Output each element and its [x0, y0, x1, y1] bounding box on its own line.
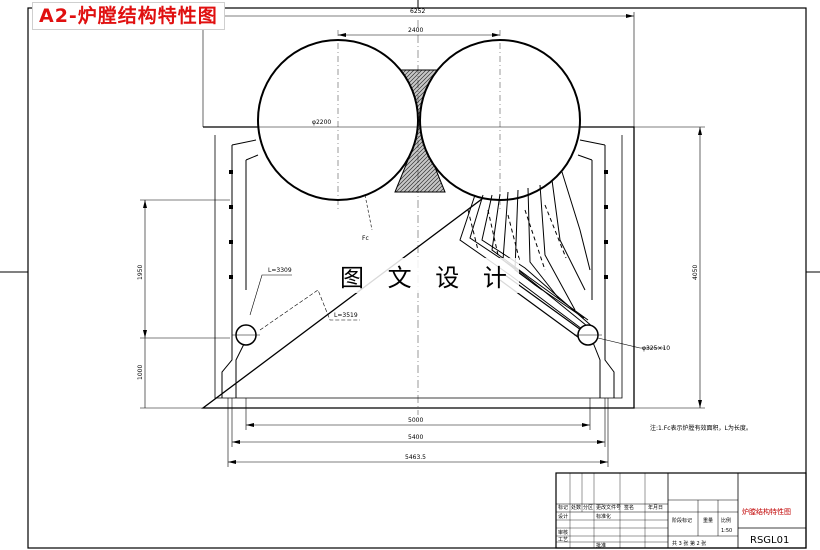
- dim-bottom-height: 1000: [137, 365, 144, 380]
- tb-col-6: 年月日: [648, 504, 663, 511]
- drawing-note: 注:1.Fc表示炉膛有效面积，L为长度。: [650, 424, 752, 432]
- l1-leader: [249, 274, 292, 316]
- tb-weight: 重量: [703, 517, 713, 524]
- dim-width-2: 5400: [408, 434, 423, 441]
- dim-left-height: 1950: [137, 265, 144, 280]
- title-block: [555, 472, 807, 549]
- tb-sheet: 共 3 张 第 2 张: [672, 540, 706, 547]
- label-pipe: φ325×10: [642, 345, 670, 352]
- watermark: 图 文 设 计: [336, 258, 519, 293]
- wall-studs: [229, 170, 608, 279]
- water-wall-right-top: [577, 139, 606, 161]
- dimension-lines: [140, 12, 705, 467]
- label-l2: L=3519: [334, 312, 358, 319]
- tb-row-approve: 批准: [596, 542, 606, 549]
- tb-row-craft: 工艺: [558, 537, 568, 543]
- dim-drum-spacing: 2400: [408, 27, 423, 34]
- dimension-arrows: [143, 14, 702, 464]
- tb-col-4: 更改文件号: [596, 504, 621, 511]
- l2-leader: [259, 289, 360, 331]
- tube-bank: [459, 171, 595, 336]
- water-wall-left-top: [231, 139, 259, 161]
- sheet-frame: [27, 7, 807, 549]
- fc-leader: [364, 194, 373, 231]
- dim-overall-width: 6252: [410, 8, 425, 15]
- inner-chamber: [214, 135, 623, 399]
- dim-width-1: 5000: [408, 417, 423, 424]
- dim-width-3: 5463.5: [405, 454, 426, 461]
- tb-row-check: 审核: [558, 529, 568, 536]
- tb-row-design: 设计: [558, 513, 568, 520]
- tb-ratio: 比例: [721, 517, 731, 524]
- tube-bank-dashed: [467, 204, 567, 271]
- drawing-title: A2-炉膛结构特性图: [32, 2, 225, 30]
- tb-stage: 阶段标记: [672, 517, 692, 524]
- water-wall-right: [591, 145, 606, 320]
- label-fc: Fc: [362, 235, 369, 242]
- dim-drum-diameter: φ2200: [312, 119, 331, 126]
- hopper-right: [591, 320, 615, 398]
- hopper-left: [221, 330, 247, 398]
- tb-row-std: 标准化: [596, 513, 611, 520]
- water-wall-left: [231, 145, 247, 330]
- tb-col-1: 标记: [558, 504, 568, 511]
- tb-col-3: 分区: [583, 504, 593, 511]
- label-l1: L=3309: [268, 267, 292, 274]
- tb-col-5: 签名: [624, 504, 634, 511]
- tb-drawing-name: 炉膛结构特性图: [742, 507, 791, 516]
- tb-scale: 1:50: [721, 528, 732, 534]
- pipe-leader: [597, 337, 665, 349]
- tb-col-2: 处数: [571, 504, 581, 511]
- dim-right-height: 4050: [692, 265, 699, 280]
- tb-drawing-code: RSGL01: [750, 535, 789, 546]
